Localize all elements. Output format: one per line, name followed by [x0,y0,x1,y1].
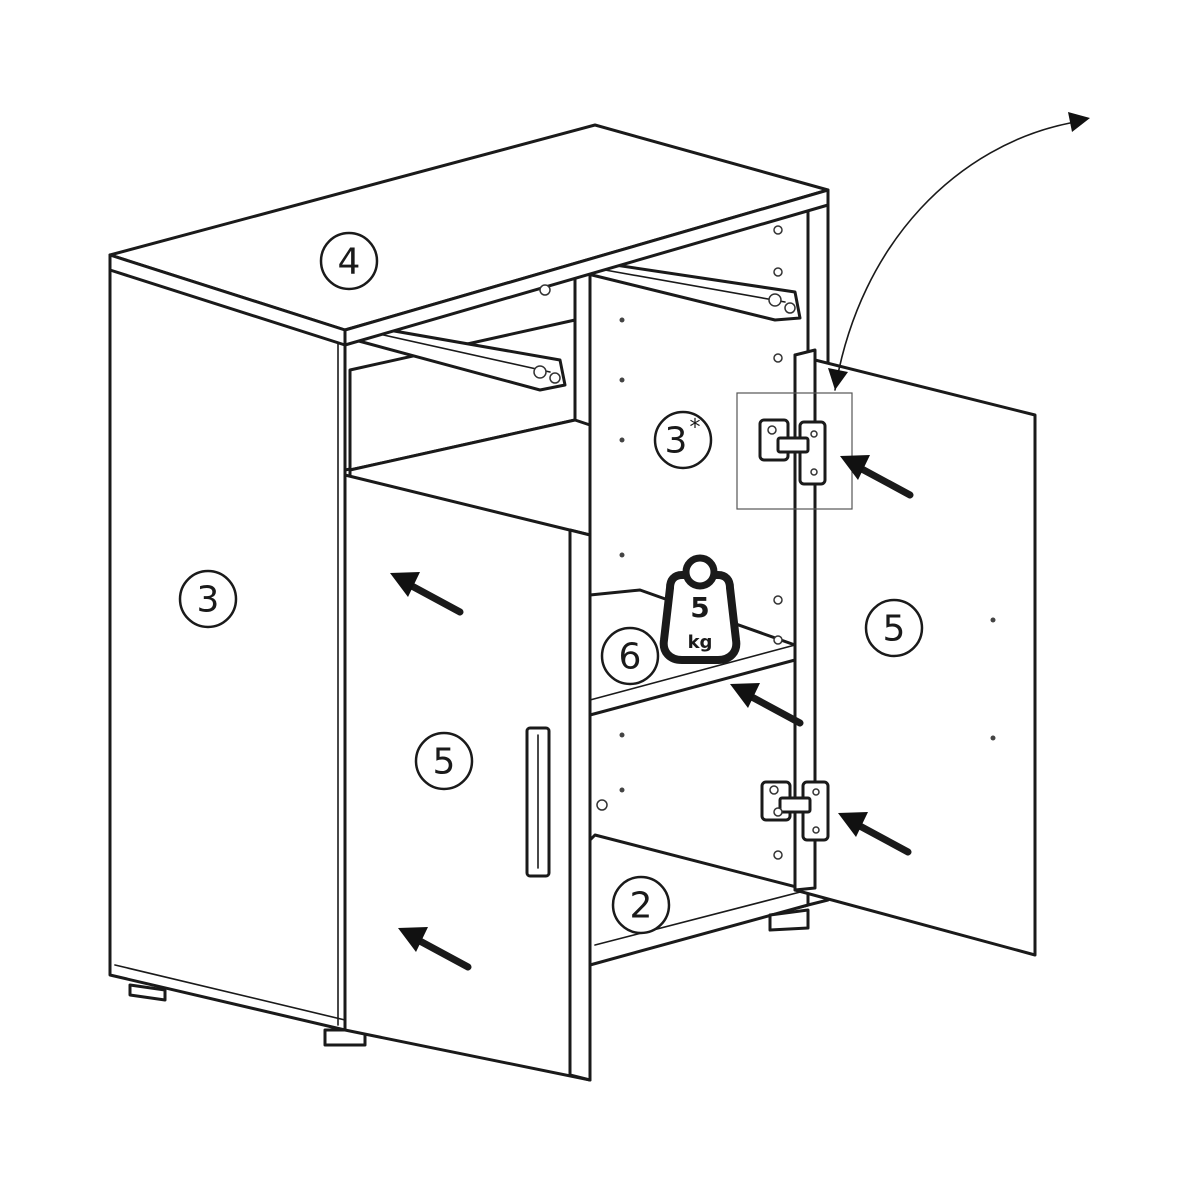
right-door-panel [793,348,1037,957]
label-bottom-panel: 2 [611,875,671,935]
svg-text:4: 4 [338,242,361,283]
svg-text:3: 3 [665,421,688,462]
svg-text:3: 3 [197,580,220,621]
mounting-holes [539,225,996,860]
label-shelf: 6 [600,626,660,686]
svg-text:6: 6 [619,637,642,678]
label-left-door: 5 [414,731,474,791]
label-right-door: 5 [864,598,924,658]
svg-text:5: 5 [433,742,456,783]
weight-unit: kg [688,632,713,653]
weight-icon [659,554,741,664]
top-panel [108,123,830,347]
label-middle-panel: 3 * [653,410,713,470]
weight-value: 5 [690,591,709,624]
push-arrow-icon [390,455,914,971]
label-top-panel: 4 [319,231,379,291]
curved-arrow-icon [828,112,1090,391]
label-left-side-panel: 3 [178,569,238,629]
svg-text:*: * [690,416,701,441]
svg-text:5: 5 [883,609,906,650]
svg-text:2: 2 [630,886,653,927]
hinge-icon [758,418,827,486]
left-side-panel [108,253,367,1047]
hinge-detail-frame [736,392,853,510]
hinge-icon [760,780,830,842]
